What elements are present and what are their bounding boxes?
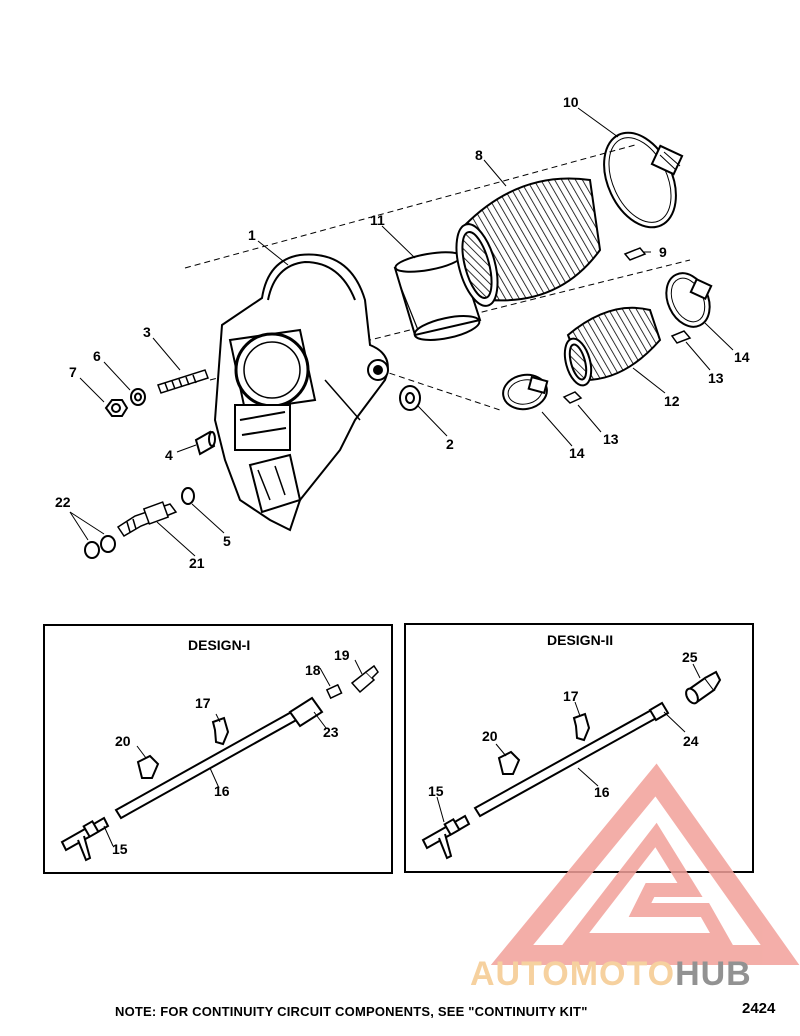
callout-7: 7 <box>69 364 77 380</box>
callout-5: 5 <box>223 533 231 549</box>
gimbal-housing <box>213 253 389 532</box>
design-1-title: DESIGN-I <box>188 637 250 653</box>
callout-14-lower: 14 <box>569 445 585 461</box>
callout-8: 8 <box>475 147 483 163</box>
callout-3: 3 <box>143 324 151 340</box>
clip-small-upper <box>670 330 692 344</box>
u-joint-bellows <box>455 177 602 307</box>
o-ring-pair <box>84 535 116 559</box>
small-hose-clamp-upper <box>665 272 713 328</box>
watermark-text-part2: HUB <box>675 955 752 993</box>
cable-clip-d2 <box>572 712 591 742</box>
o-ring <box>181 487 195 505</box>
d2-label-25: 25 <box>682 649 698 665</box>
callout-13-upper: 13 <box>708 370 724 386</box>
callout-10: 10 <box>563 94 579 110</box>
watermark-text: AUTOMOTOHUB <box>470 955 752 993</box>
watermark-inner-mark <box>560 822 735 947</box>
design-1-leaders <box>103 659 363 847</box>
cable-retainer-d1 <box>136 754 160 779</box>
d1-label-15: 15 <box>112 841 128 857</box>
fitting-d2 <box>685 670 722 705</box>
clip-large <box>623 247 647 261</box>
d1-label-16: 16 <box>214 783 230 799</box>
continuity-note: NOTE: FOR CONTINUITY CIRCUIT COMPONENTS,… <box>115 1004 588 1019</box>
nut <box>104 399 129 417</box>
d2-label-24: 24 <box>683 733 699 749</box>
d1-label-17: 17 <box>195 695 211 711</box>
stud <box>157 369 209 394</box>
large-hose-clamp <box>603 131 684 229</box>
callout-4: 4 <box>165 447 173 463</box>
callout-6: 6 <box>93 348 101 364</box>
spring-d1 <box>325 683 343 700</box>
shift-cable-rod <box>114 696 324 820</box>
d2-label-20: 20 <box>482 728 498 744</box>
d1-label-18: 18 <box>305 662 321 678</box>
d1-label-19: 19 <box>334 647 350 663</box>
watermark-triangle <box>490 763 800 965</box>
watermark-logo: AUTOMOTOHUB <box>470 763 800 993</box>
callout-11: 11 <box>370 212 385 228</box>
small-hose-clamp-lower <box>502 373 549 411</box>
ground-fitting <box>116 501 178 538</box>
callout-13-lower: 13 <box>603 431 619 447</box>
d2-label-16: 16 <box>594 784 610 800</box>
d2-label-17: 17 <box>563 688 579 704</box>
cable-end-fitting-d2 <box>421 814 471 860</box>
cable-clip-d1 <box>211 716 230 746</box>
callout-2: 2 <box>446 436 454 452</box>
cable-end-fitting <box>60 816 110 862</box>
callout-21: 21 <box>189 555 205 571</box>
washer <box>130 388 146 406</box>
callout-labels: 1 2 3 4 5 6 7 8 9 10 11 12 13 13 14 14 2… <box>55 94 750 571</box>
watermark-text-part1: AUTOMOTO <box>470 955 675 993</box>
d1-label-23: 23 <box>323 724 339 740</box>
clip-small-lower <box>562 391 583 404</box>
callout-1: 1 <box>248 227 256 243</box>
shift-cable-rod-d2 <box>473 701 670 818</box>
callout-12: 12 <box>664 393 680 409</box>
figure-number: 2424 <box>742 1000 776 1017</box>
fitting <box>194 430 216 456</box>
design-2-leaders <box>436 663 701 823</box>
cable-retainer-d2 <box>497 750 521 775</box>
callout-22: 22 <box>55 494 71 510</box>
design-1-panel: DESIGN-I <box>43 624 393 874</box>
large-washer <box>399 385 421 411</box>
shift-cable-bellows <box>563 306 662 387</box>
leader-lines <box>69 107 734 557</box>
fitting-d1 <box>350 664 379 694</box>
d2-label-15: 15 <box>428 783 444 799</box>
callout-14-upper: 14 <box>734 349 750 365</box>
design-2-title: DESIGN-II <box>547 632 613 648</box>
callout-9: 9 <box>659 244 667 260</box>
d1-label-20: 20 <box>115 733 131 749</box>
